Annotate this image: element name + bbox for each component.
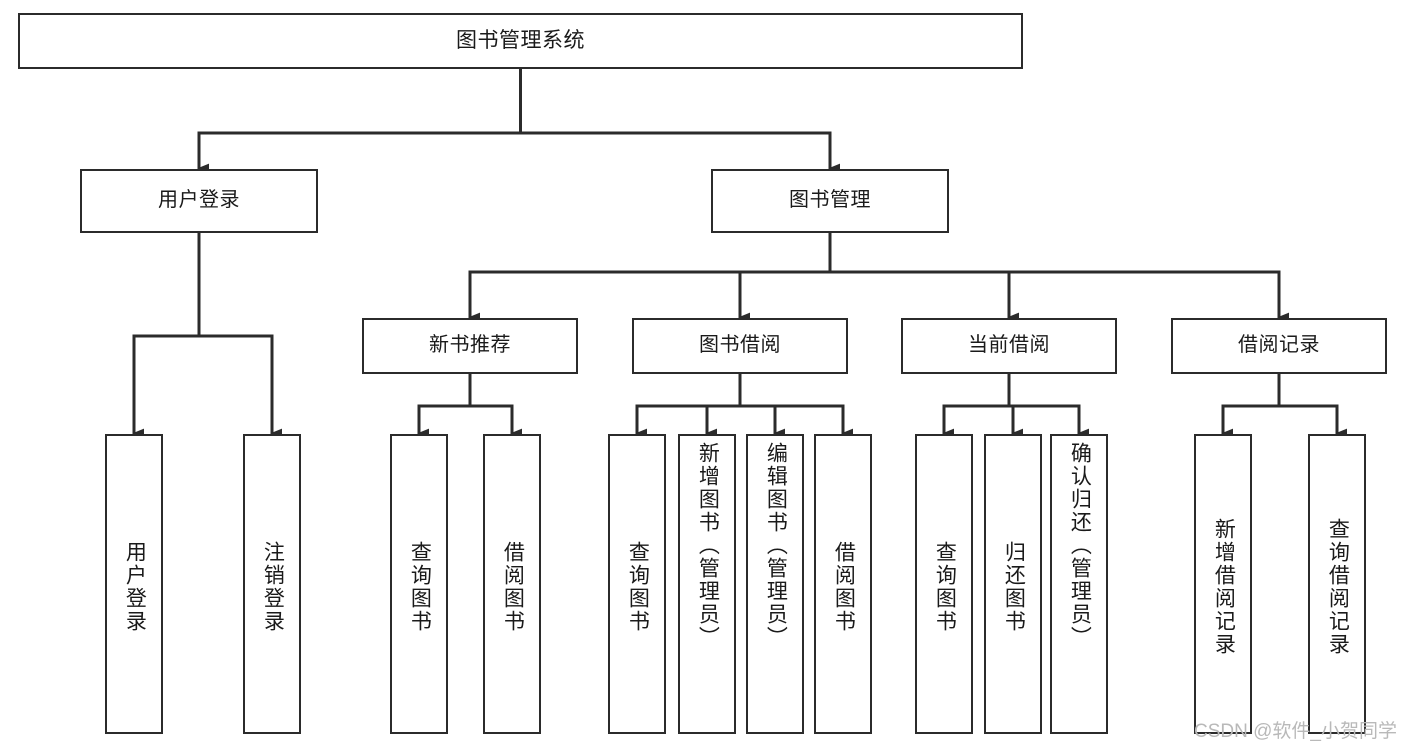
node-leaf-query-record-label: 查询借阅记录 bbox=[1326, 518, 1350, 656]
node-leaf-query-book-2[interactable]: 查询图书 bbox=[608, 434, 666, 734]
node-root[interactable]: 图书管理系统 bbox=[18, 13, 1023, 69]
node-leaf-edit-book-label: 编辑图书（管理员） bbox=[764, 442, 788, 649]
node-leaf-confirm-return-label: 确认归还（管理员） bbox=[1068, 442, 1092, 649]
node-leaf-logout[interactable]: 注销登录 bbox=[243, 434, 301, 734]
node-user-login-label: 用户登录 bbox=[158, 189, 240, 212]
node-new-book-rec[interactable]: 新书推荐 bbox=[362, 318, 578, 374]
node-leaf-add-book-label: 新增图书（管理员） bbox=[696, 442, 720, 649]
node-leaf-borrow-book-1[interactable]: 借阅图书 bbox=[483, 434, 541, 734]
node-leaf-user-login[interactable]: 用户登录 bbox=[105, 434, 163, 734]
node-leaf-query-book-3[interactable]: 查询图书 bbox=[915, 434, 973, 734]
node-current-borrow[interactable]: 当前借阅 bbox=[901, 318, 1117, 374]
node-leaf-query-book-1-label: 查询图书 bbox=[408, 541, 432, 633]
node-book-borrow[interactable]: 图书借阅 bbox=[632, 318, 848, 374]
node-borrow-record[interactable]: 借阅记录 bbox=[1171, 318, 1387, 374]
node-new-book-rec-label: 新书推荐 bbox=[429, 334, 511, 357]
node-leaf-query-book-2-label: 查询图书 bbox=[626, 541, 650, 633]
node-borrow-record-label: 借阅记录 bbox=[1238, 334, 1320, 357]
csdn-watermark: CSDN @软件_小贺同学 bbox=[1194, 721, 1397, 742]
node-leaf-confirm-return[interactable]: 确认归还（管理员） bbox=[1050, 434, 1108, 734]
node-leaf-query-book-1[interactable]: 查询图书 bbox=[390, 434, 448, 734]
node-current-borrow-label: 当前借阅 bbox=[968, 334, 1050, 357]
node-leaf-logout-label: 注销登录 bbox=[261, 541, 285, 633]
node-book-manage-label: 图书管理 bbox=[789, 189, 871, 212]
node-leaf-add-book[interactable]: 新增图书（管理员） bbox=[678, 434, 736, 734]
node-book-borrow-label: 图书借阅 bbox=[699, 334, 781, 357]
node-leaf-add-record[interactable]: 新增借阅记录 bbox=[1194, 434, 1252, 734]
node-leaf-return-book-label: 归还图书 bbox=[1002, 541, 1026, 633]
node-leaf-borrow-book-2-label: 借阅图书 bbox=[832, 541, 856, 633]
node-leaf-borrow-book-1-label: 借阅图书 bbox=[501, 541, 525, 633]
node-root-label: 图书管理系统 bbox=[456, 28, 585, 52]
node-leaf-return-book[interactable]: 归还图书 bbox=[984, 434, 1042, 734]
node-leaf-edit-book[interactable]: 编辑图书（管理员） bbox=[746, 434, 804, 734]
node-leaf-add-record-label: 新增借阅记录 bbox=[1212, 518, 1236, 656]
node-book-manage[interactable]: 图书管理 bbox=[711, 169, 949, 233]
node-leaf-query-book-3-label: 查询图书 bbox=[933, 541, 957, 633]
node-leaf-borrow-book-2[interactable]: 借阅图书 bbox=[814, 434, 872, 734]
node-leaf-query-record[interactable]: 查询借阅记录 bbox=[1308, 434, 1366, 734]
node-leaf-user-login-label: 用户登录 bbox=[123, 541, 147, 633]
node-user-login[interactable]: 用户登录 bbox=[80, 169, 318, 233]
